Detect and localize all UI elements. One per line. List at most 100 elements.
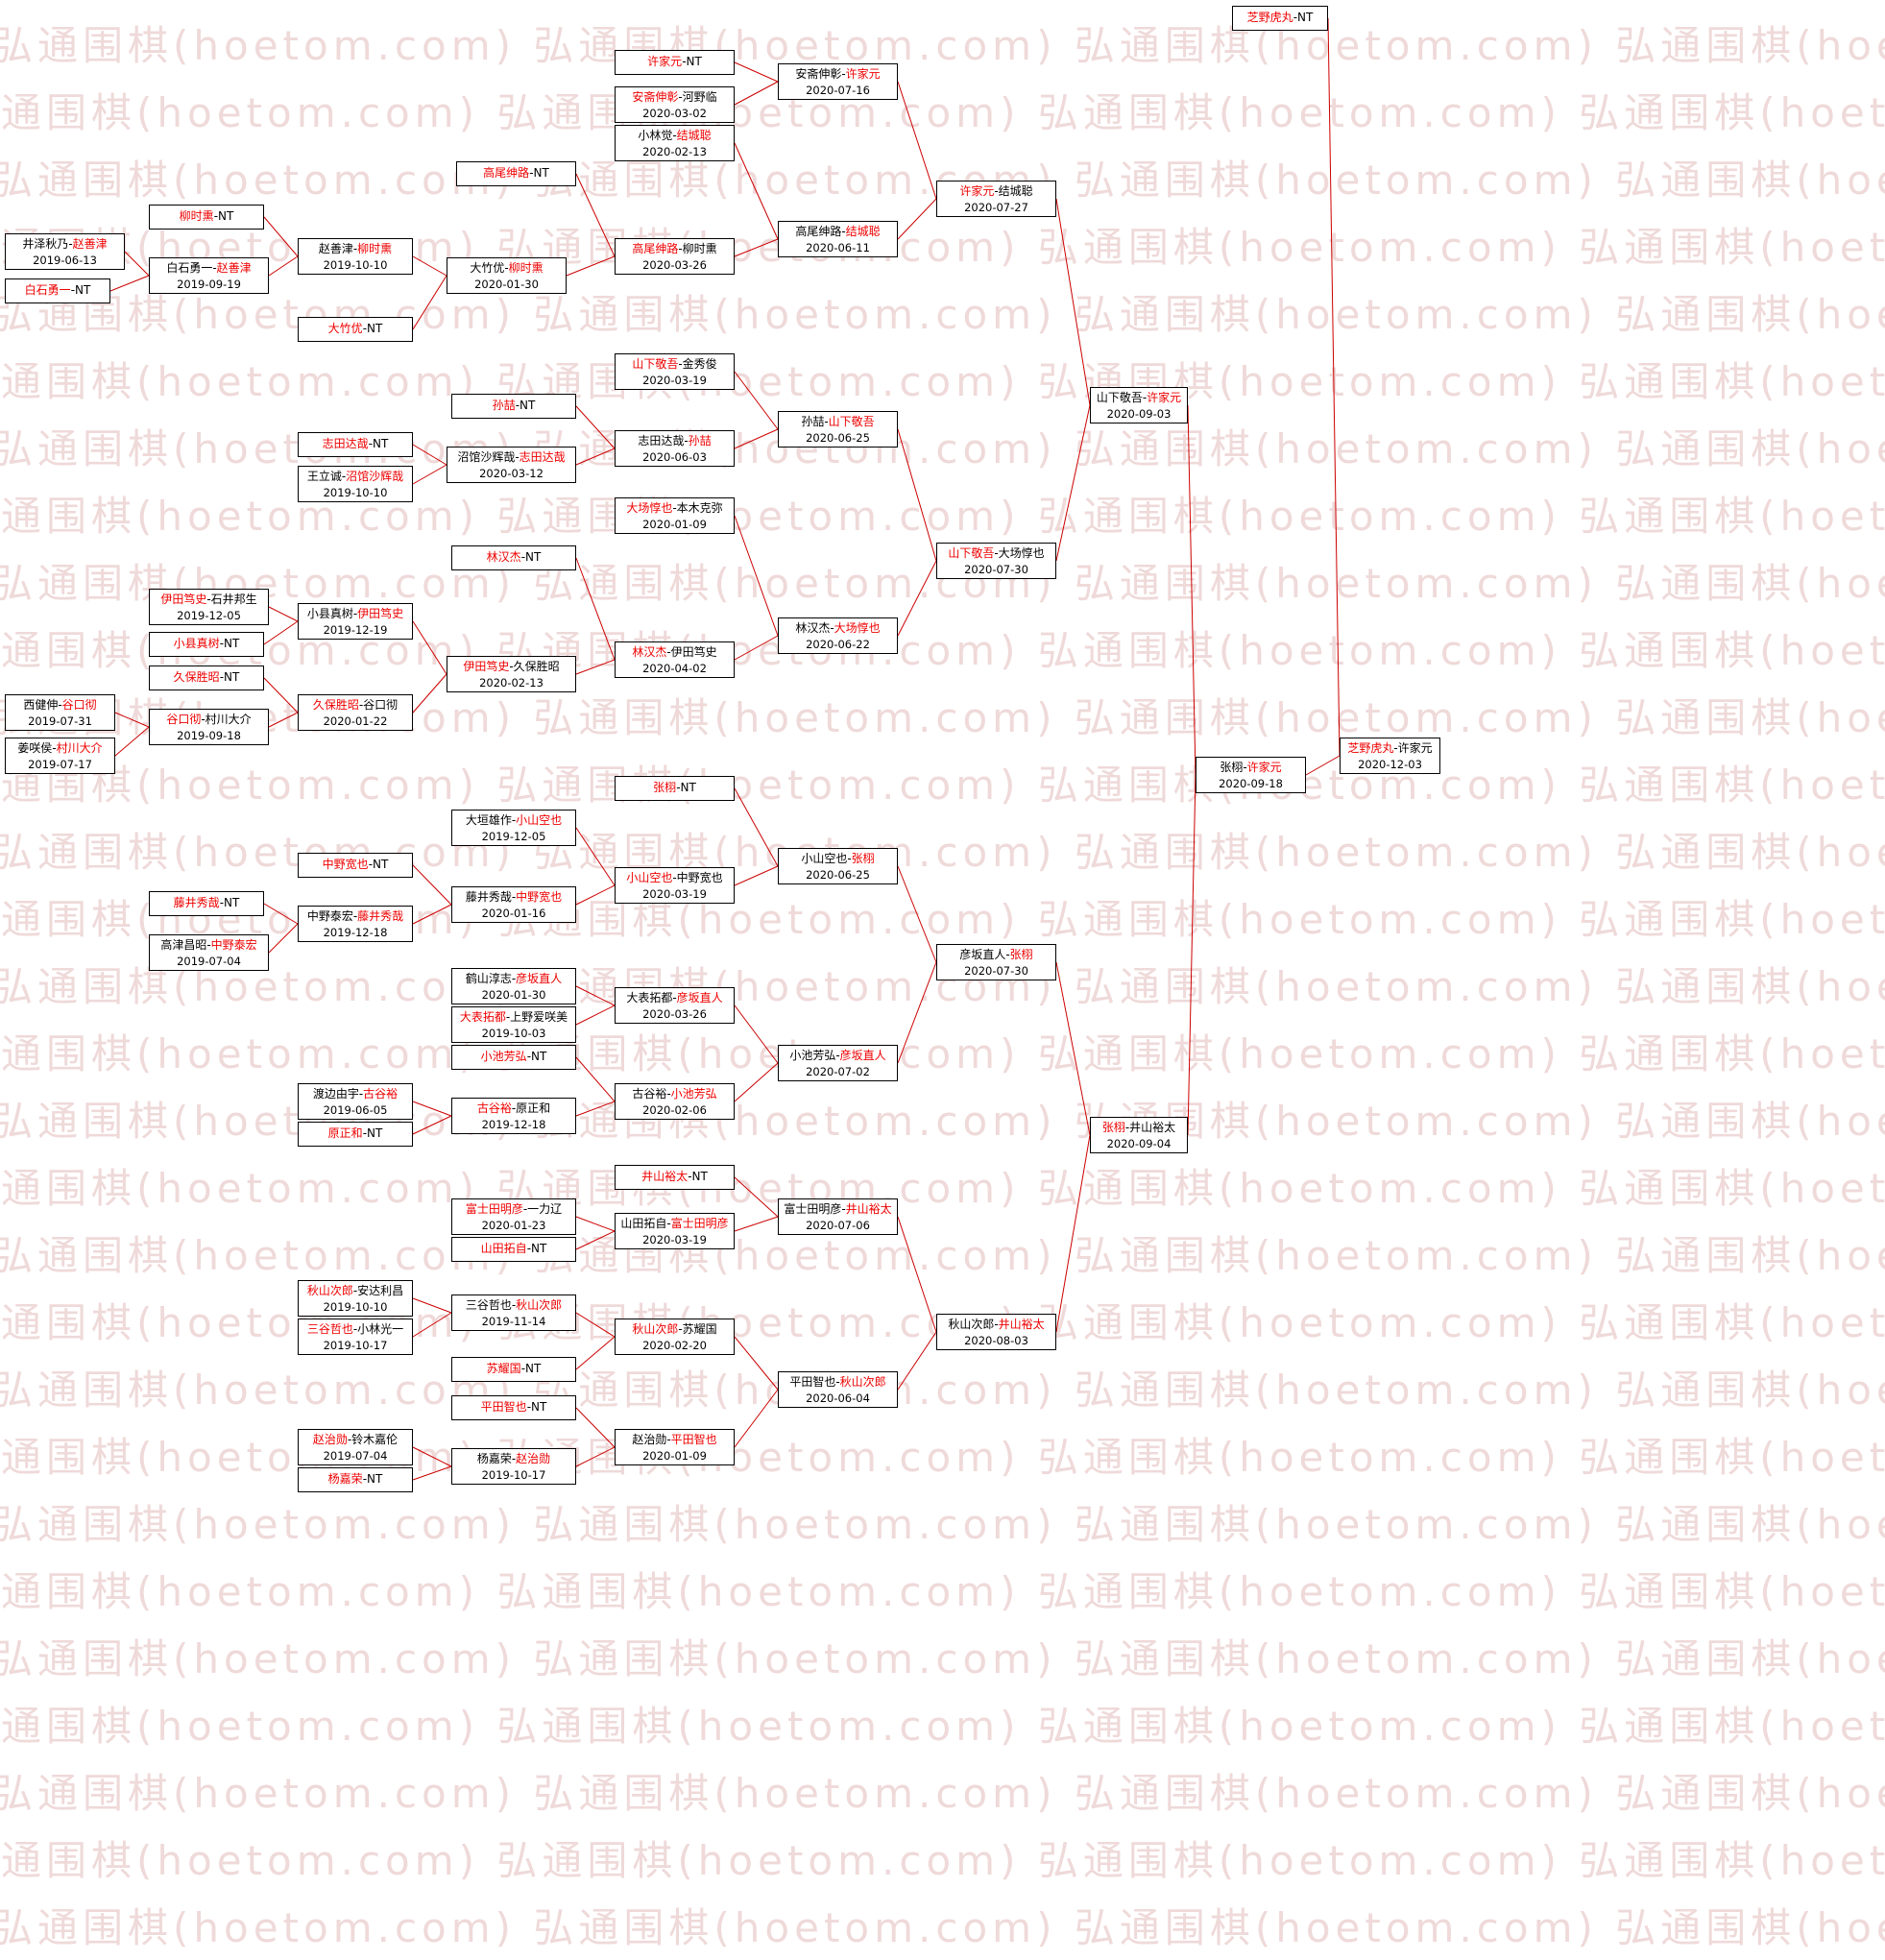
winner-game-link[interactable]: 井山裕太	[641, 1170, 689, 1183]
winner-game-link[interactable]: 赵治勋	[516, 1452, 551, 1465]
winner-game-link[interactable]: 古谷裕	[476, 1101, 512, 1115]
winner-game-link[interactable]: 久保胜昭	[173, 670, 220, 684]
winner-game-link[interactable]: 结城聪	[676, 129, 712, 142]
winner-game-link[interactable]: 林汉杰	[632, 645, 667, 659]
winner-game-link[interactable]: 中野宽也	[322, 858, 369, 871]
player-name: 高津昌昭-	[160, 938, 211, 952]
winner-game-link[interactable]: 伊田笃史	[463, 660, 510, 673]
winner-game-link[interactable]: 大表拓都	[459, 1010, 506, 1024]
winner-game-link[interactable]: 柳时熏	[508, 261, 544, 275]
winner-game-link[interactable]: 张栩	[851, 852, 875, 865]
winner-game-link[interactable]: 山田拓自	[480, 1242, 527, 1255]
winner-game-link[interactable]: 林汉杰	[486, 550, 521, 564]
winner-game-link[interactable]: 小山空也	[516, 813, 563, 827]
bracket-connector	[268, 923, 299, 954]
winner-game-link[interactable]: 中野宽也	[516, 890, 563, 904]
winner-game-link[interactable]: 赵善津	[72, 237, 108, 251]
winner-game-link[interactable]: 大竹优	[327, 322, 363, 335]
winner-game-link[interactable]: 平田智也	[480, 1400, 527, 1414]
player-name: -苏耀国	[678, 1322, 717, 1336]
winner-game-link[interactable]: 大场惇也	[834, 621, 881, 635]
winner-game-link[interactable]: 伊田笃史	[160, 593, 207, 606]
winner-game-link[interactable]: 安斋伸彰	[632, 90, 679, 104]
winner-game-link[interactable]: 沼馆沙辉哉	[346, 470, 404, 483]
winner-game-link[interactable]: 藤井秀哉	[173, 896, 220, 909]
winner-game-link[interactable]: 秋山次郎	[516, 1298, 563, 1312]
winner-game-link[interactable]: 苏耀国	[486, 1362, 521, 1375]
winner-game-link[interactable]: 井山裕太	[845, 1202, 892, 1216]
winner-game-link[interactable]: 藤井秀哉	[357, 909, 404, 923]
winner-game-link[interactable]: 彦坂直人	[516, 972, 563, 985]
winner-game-link[interactable]: 芝野虎丸	[1246, 11, 1293, 24]
winner-game-link[interactable]: 谷口彻	[61, 698, 97, 712]
winner-game-link[interactable]: 赵治勋	[312, 1433, 348, 1446]
winner-game-link[interactable]: 小山空也	[626, 871, 673, 884]
winner-game-link[interactable]: 许家元	[959, 184, 995, 198]
winner-game-link[interactable]: 秋山次郎	[306, 1284, 353, 1297]
winner-game-link[interactable]: 小池芳弘	[480, 1050, 527, 1063]
winner-game-link[interactable]: 许家元	[845, 67, 881, 81]
winner-game-link[interactable]: 孙喆	[688, 434, 712, 448]
match-players: 张栩-许家元	[1196, 758, 1305, 776]
winner-game-link[interactable]: 伊田笃史	[357, 607, 404, 620]
bracket-connector	[268, 255, 299, 277]
winner-game-link[interactable]: 山下敬吾	[948, 546, 995, 560]
player-name: -大场惇也	[994, 546, 1045, 560]
winner-game-link[interactable]: 井山裕太	[998, 1318, 1045, 1331]
winner-game-link[interactable]: 张栩	[1009, 948, 1033, 961]
winner-game-link[interactable]: 彦坂直人	[676, 991, 723, 1004]
winner-game-link[interactable]: 杨嘉荣	[327, 1472, 363, 1486]
winner-game-link[interactable]: 谷口彻	[166, 713, 202, 726]
winner-game-link[interactable]: 久保胜昭	[312, 698, 359, 712]
match-players: 志田达哉-孙喆	[616, 431, 734, 449]
winner-game-link[interactable]: 白石勇一	[24, 283, 71, 297]
winner-game-link[interactable]: 赵善津	[216, 261, 252, 275]
winner-game-link[interactable]: 孙喆	[492, 399, 516, 412]
winner-game-link[interactable]: 志田达哉	[322, 437, 369, 450]
winner-game-link[interactable]: 秋山次郎	[632, 1322, 679, 1336]
bracket-node-nakano_nt: 中野宽也-NT	[298, 853, 413, 878]
winner-game-link[interactable]: 大场惇也	[626, 501, 673, 515]
winner-game-link[interactable]: 彦坂直人	[839, 1049, 886, 1062]
winner-game-link[interactable]: 张栩	[1101, 1121, 1125, 1134]
winner-game-link[interactable]: 许家元	[647, 55, 683, 68]
bracket-connector	[575, 405, 616, 449]
winner-game-link[interactable]: 中野泰宏	[210, 938, 257, 952]
winner-game-link[interactable]: 柳时熏	[179, 209, 214, 223]
winner-game-link[interactable]: 许家元	[1246, 761, 1282, 774]
winner-game-link[interactable]: 志田达哉	[519, 450, 566, 464]
winner-game-link[interactable]: 富士田明彦	[465, 1202, 523, 1216]
winner-game-link[interactable]: 富士田明彦	[670, 1217, 729, 1230]
winner-game-link[interactable]: 小池芳弘	[670, 1087, 717, 1101]
winner-game-link[interactable]: 许家元	[1147, 391, 1182, 404]
bracket-connector	[575, 1230, 616, 1250]
winner-game-link[interactable]: 柳时熏	[357, 242, 393, 255]
winner-game-link[interactable]: 平田智也	[670, 1433, 717, 1446]
winner-game-link[interactable]: 秋山次郎	[839, 1375, 886, 1389]
match-date: 2020-03-26	[642, 258, 707, 272]
bracket-connector	[734, 238, 779, 257]
winner-game-link[interactable]: 古谷裕	[363, 1087, 399, 1101]
bracket-connector	[734, 1176, 779, 1218]
match-date: 2020-03-02	[642, 107, 707, 120]
winner-game-link[interactable]: 高尾绅路	[632, 242, 679, 255]
winner-game-link[interactable]: 小县真树	[173, 637, 220, 650]
bracket-connector	[1055, 1134, 1091, 1333]
winner-game-link[interactable]: 原正和	[327, 1126, 363, 1140]
winner-game-link[interactable]: 芝野虎丸	[1347, 741, 1394, 755]
bracket-connector	[412, 673, 447, 714]
winner-game-link[interactable]: 三谷哲也	[306, 1322, 353, 1336]
winner-game-link[interactable]: 村川大介	[56, 741, 103, 755]
winner-game-link[interactable]: 结城聪	[845, 225, 881, 238]
match-date: 2020-01-30	[474, 278, 539, 291]
winner-game-link[interactable]: 张栩	[653, 781, 677, 794]
winner-game-link[interactable]: 山下敬吾	[632, 357, 679, 371]
bracket-connector	[734, 1336, 779, 1391]
winner-game-link[interactable]: 山下敬吾	[828, 415, 875, 428]
winner-game-link[interactable]: 高尾绅路	[483, 166, 530, 180]
match-players: 许家元-NT	[616, 51, 734, 73]
player-name: -NT	[213, 209, 234, 223]
